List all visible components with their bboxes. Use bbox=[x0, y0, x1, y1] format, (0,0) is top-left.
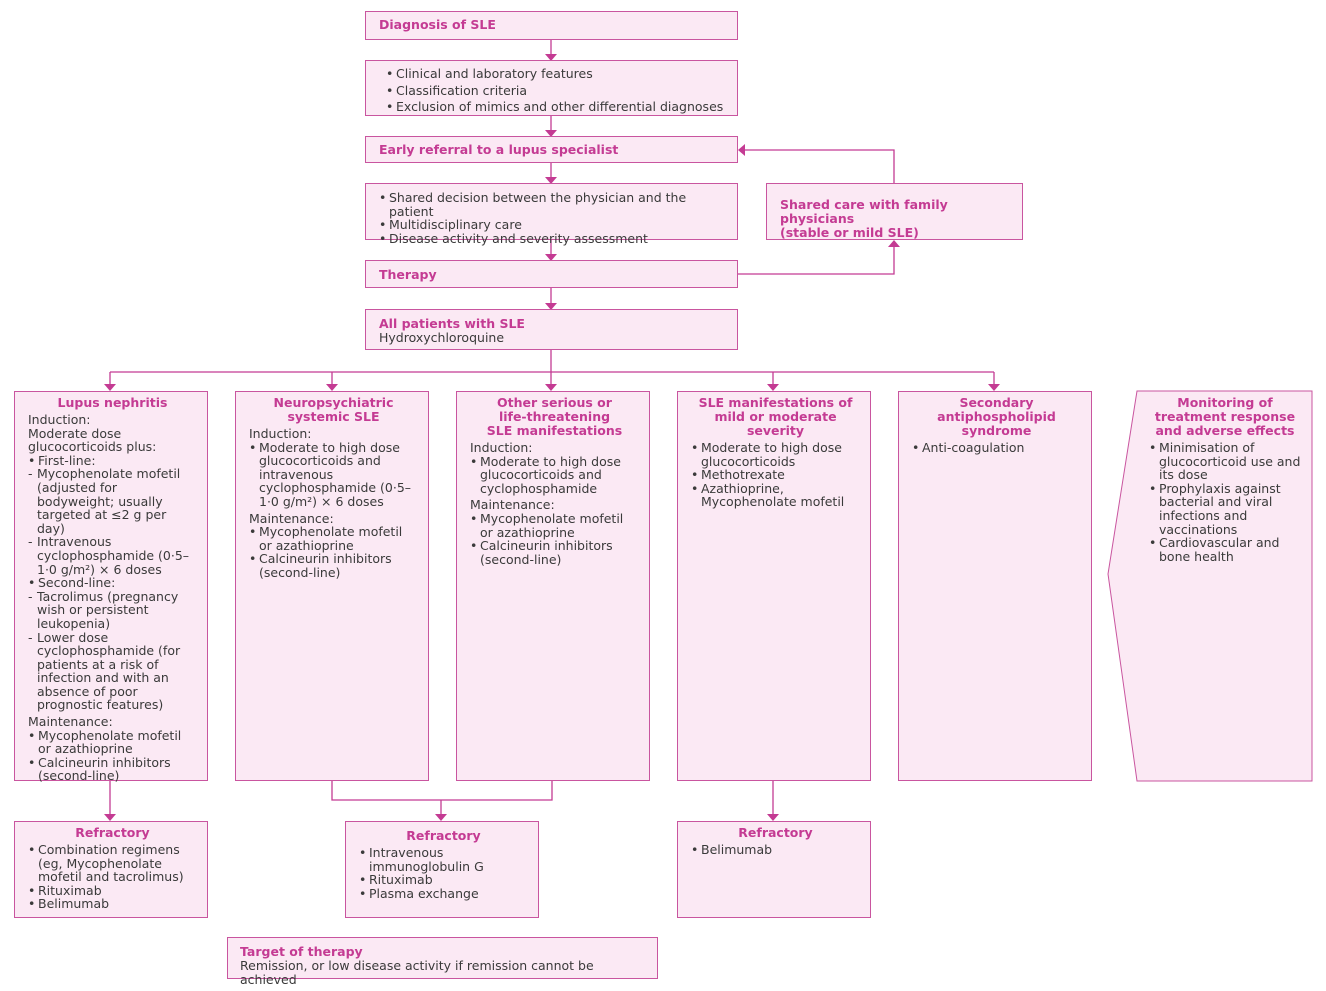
monitoring-title-line2: treatment response bbox=[1154, 409, 1296, 424]
other-maintenance-item: Calcineurin inhibitors (second-line) bbox=[470, 539, 639, 566]
other-serious-box: Other serious or life-threatening SLE ma… bbox=[456, 391, 650, 781]
neuro-induction-label: Induction: bbox=[249, 426, 312, 441]
mild-moderate-box: SLE manifestations of mild or moderate s… bbox=[677, 391, 871, 781]
neuro-maintenance-item: Calcineurin inhibitors (second-line) bbox=[249, 552, 418, 579]
other-serious-title-line2: life-threatening bbox=[498, 409, 611, 424]
target-text: Remission, or low disease activity if re… bbox=[240, 958, 594, 987]
ln-second-line-item: Lower dose cyclophosphamide (for patient… bbox=[28, 630, 197, 713]
monitoring-item: Prophylaxis against bacterial and viral … bbox=[1149, 481, 1301, 536]
ln-induction-line1: Moderate dose bbox=[28, 425, 122, 441]
ln-maintenance-item: Calcineurin inhibitors (second-line) bbox=[28, 755, 197, 783]
ln-first-line-item: Intravenous cyclophosphamide (0·5–1·0 g/… bbox=[28, 535, 197, 576]
aps-title-line3: syndrome bbox=[961, 423, 1032, 438]
all-patients-title: All patients with SLE bbox=[379, 316, 525, 331]
neuro-title-line1: Neuropsychiatric bbox=[273, 395, 394, 410]
other-induction-item: Moderate to high dose glucocorticoids an… bbox=[470, 454, 639, 496]
neuro-title-line2: systemic SLE bbox=[287, 409, 380, 424]
shared-decision-item: Shared decision between the physician an… bbox=[379, 191, 725, 218]
features-box: Clinical and laboratory features Classif… bbox=[365, 60, 738, 116]
refractory-3-title: Refractory bbox=[738, 825, 813, 840]
shared-decision-item: Multidisciplinary care bbox=[379, 218, 725, 232]
other-induction-label: Induction: bbox=[470, 440, 533, 455]
neuro-induction-item: Moderate to high dose glucocorticoids an… bbox=[249, 440, 418, 509]
diagnosis-title: Diagnosis of SLE bbox=[379, 17, 496, 32]
ln-induction-line2: glucocorticoids plus: bbox=[28, 439, 157, 455]
aps-box: Secondary antiphospholipid syndrome Anti… bbox=[898, 391, 1092, 781]
refractory-1-item: Belimumab bbox=[28, 897, 197, 911]
target-box: Target of therapy Remission, or low dise… bbox=[227, 937, 658, 986]
monitoring-item: Minimisation of glucocorticoid use and i… bbox=[1149, 441, 1301, 482]
referral-box: Early referral to a lupus specialist bbox=[365, 136, 738, 163]
ln-first-line-label: First-line: bbox=[28, 454, 197, 468]
therapy-box: Therapy bbox=[365, 260, 738, 288]
ln-maintenance-label: Maintenance: bbox=[28, 714, 113, 730]
feature-item: Clinical and laboratory features bbox=[386, 66, 725, 83]
refractory-1-item: Combination regimens (eg, Mycophenolate … bbox=[28, 843, 197, 884]
refractory-box-1: Refractory Combination regimens (eg, Myc… bbox=[14, 821, 208, 918]
other-maintenance-label: Maintenance: bbox=[470, 497, 555, 513]
monitoring-title-line3: and adverse effects bbox=[1155, 423, 1295, 438]
mild-item: Azathioprine, Mycophenolate mofetil bbox=[691, 481, 860, 509]
feature-item: Exclusion of mimics and other differenti… bbox=[386, 99, 725, 116]
mild-item: Methotrexate bbox=[691, 468, 860, 482]
diagnosis-box: Diagnosis of SLE bbox=[365, 11, 738, 40]
refractory-2-title: Refractory bbox=[406, 828, 481, 843]
ln-first-line-item: Mycophenolate mofetil (adjusted for body… bbox=[28, 467, 197, 535]
ln-induction-label: Induction: bbox=[28, 412, 91, 427]
referral-title: Early referral to a lupus specialist bbox=[379, 142, 619, 157]
feature-item: Classification criteria bbox=[386, 83, 725, 100]
neuro-maintenance-label: Maintenance: bbox=[249, 510, 334, 526]
monitoring-title-line1: Monitoring of bbox=[1177, 395, 1273, 410]
therapy-title: Therapy bbox=[379, 267, 437, 282]
lupus-nephritis-box: Lupus nephritis Induction: Moderate dose… bbox=[14, 391, 208, 783]
shared-decision-item: Disease activity and severity assessment bbox=[379, 232, 725, 246]
mild-title-line1: SLE manifestations of bbox=[698, 395, 853, 410]
mild-title-line2: mild or moderate severity bbox=[714, 409, 837, 438]
refractory-box-2: Refractory Intravenous immunoglobulin G … bbox=[345, 821, 539, 918]
target-title: Target of therapy bbox=[240, 944, 363, 959]
monitoring-item: Cardiovascular and bone health bbox=[1149, 536, 1301, 563]
refractory-1-title: Refractory bbox=[75, 825, 150, 840]
refractory-2-item: Rituximab bbox=[359, 873, 528, 887]
other-maintenance-item: Mycophenolate mofetil or azathioprine bbox=[470, 512, 639, 539]
other-serious-title-line3: SLE manifestations bbox=[486, 423, 623, 438]
shared-care-line2: (stable or mild SLE) bbox=[780, 225, 919, 240]
other-serious-title-line1: Other serious or bbox=[497, 395, 612, 410]
shared-care-box: Shared care with family physicians (stab… bbox=[766, 183, 1023, 240]
mild-item: Moderate to high dose glucocorticoids bbox=[691, 441, 860, 468]
ln-second-line-label: Second-line: bbox=[28, 576, 197, 590]
refractory-3-item: Belimumab bbox=[691, 843, 860, 857]
refractory-box-3: Refractory Belimumab bbox=[677, 821, 871, 918]
refractory-2-item: Intravenous immunoglobulin G bbox=[359, 846, 528, 873]
all-patients-box: All patients with SLE Hydroxychloroquine bbox=[365, 309, 738, 350]
shared-care-line1: Shared care with family physicians bbox=[780, 197, 948, 226]
monitoring-content: Monitoring of treatment response and adv… bbox=[1149, 395, 1301, 564]
refractory-1-item: Rituximab bbox=[28, 884, 197, 898]
all-patients-text: Hydroxychloroquine bbox=[379, 330, 505, 345]
aps-title-line2: antiphospholipid bbox=[937, 409, 1056, 424]
aps-item: Anti-coagulation bbox=[912, 441, 1081, 455]
ln-maintenance-item: Mycophenolate mofetil or azathioprine bbox=[28, 728, 197, 756]
ln-second-line-item: Tacrolimus (pregnancy wish or persistent… bbox=[28, 589, 197, 631]
neuro-box: Neuropsychiatric systemic SLE Induction:… bbox=[235, 391, 429, 781]
lupus-nephritis-title: Lupus nephritis bbox=[57, 395, 168, 410]
neuro-maintenance-item: Mycophenolate mofetil or azathioprine bbox=[249, 525, 418, 552]
aps-title-line1: Secondary bbox=[959, 395, 1034, 410]
refractory-2-item: Plasma exchange bbox=[359, 887, 528, 901]
shared-decision-box: Shared decision between the physician an… bbox=[365, 183, 738, 245]
